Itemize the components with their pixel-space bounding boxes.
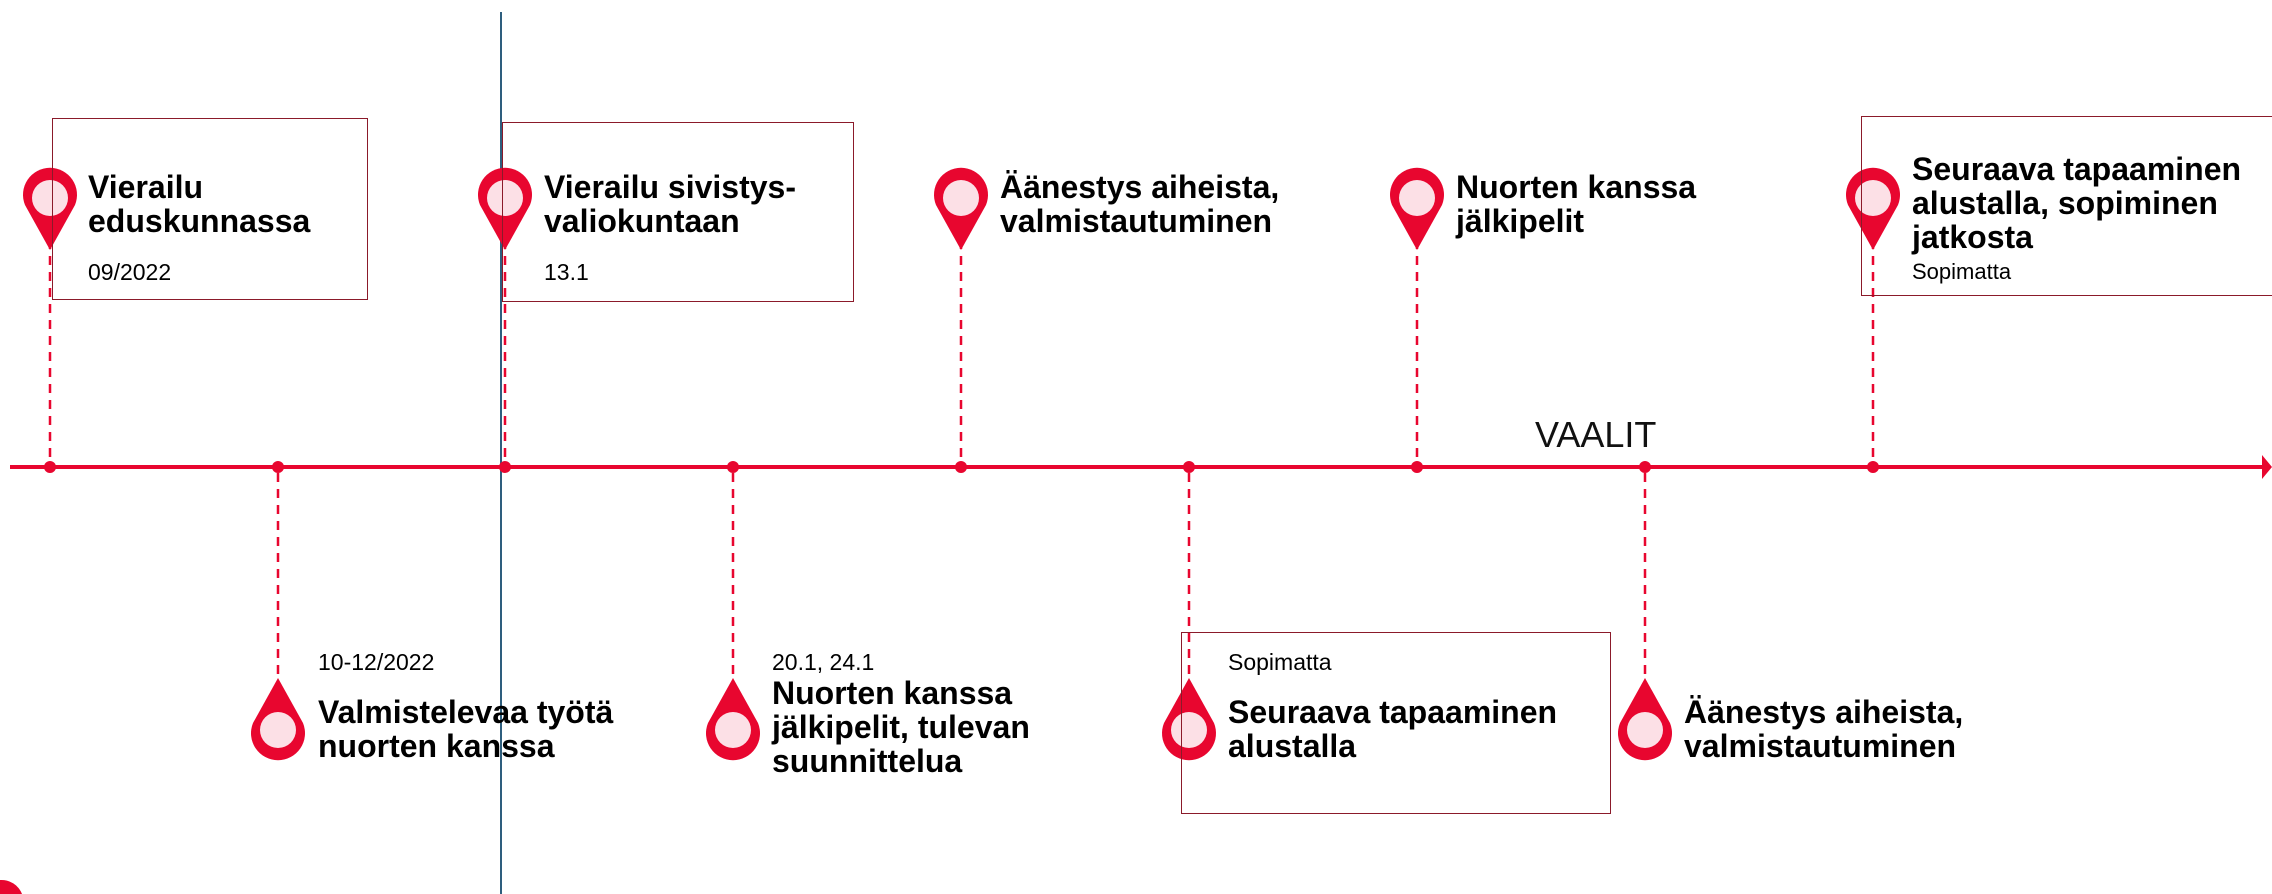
timeline-arrow-icon bbox=[2262, 455, 2272, 479]
event-date: Sopimatta bbox=[1912, 259, 2012, 284]
map-pin-icon bbox=[934, 167, 988, 251]
axis-dot bbox=[44, 461, 56, 473]
map-pin-icon bbox=[251, 678, 305, 761]
axis-dot bbox=[1411, 461, 1423, 473]
map-pin-icon bbox=[1618, 678, 1672, 761]
event-title: Seuraava tapaaminen alustalla, sopiminen… bbox=[1912, 151, 2242, 255]
event-date: 20.1, 24.1 bbox=[772, 649, 875, 675]
event-date: 09/2022 bbox=[88, 259, 172, 285]
event-title: Äänestys aiheista, valmistautuminen bbox=[1684, 694, 1964, 764]
axis-dot bbox=[272, 461, 284, 473]
event-date: 13.1 bbox=[544, 259, 589, 285]
axis-dot bbox=[499, 461, 511, 473]
axis-dot bbox=[727, 461, 739, 473]
event-box bbox=[1861, 116, 2272, 296]
map-pin-icon bbox=[1846, 167, 1900, 251]
axis-dot bbox=[1183, 461, 1195, 473]
event-title: Seuraava tapaaminen alustalla bbox=[1228, 694, 1558, 764]
event-date: 10-12/2022 bbox=[318, 649, 435, 675]
axis-dot bbox=[1867, 461, 1879, 473]
axis-dot bbox=[955, 461, 967, 473]
pins-top bbox=[22, 167, 1900, 251]
axis-dots bbox=[44, 461, 1879, 473]
event-title: Vierailu eduskunnassa bbox=[88, 169, 311, 239]
event-date: Sopimatta bbox=[1228, 649, 1332, 675]
map-pin-icon bbox=[22, 167, 77, 251]
partial-pin-icon bbox=[0, 879, 22, 894]
event-title: Nuorten kanssa jälkipelit bbox=[1456, 169, 1697, 239]
event-title: Äänestys aiheista, valmistautuminen bbox=[1000, 169, 1280, 239]
map-pin-icon bbox=[706, 678, 760, 761]
milestone-label: VAALIT bbox=[1535, 414, 1657, 455]
connector-lines bbox=[48, 240, 1875, 680]
map-pin-icon bbox=[478, 167, 532, 251]
event-box bbox=[502, 122, 854, 302]
axis-dot bbox=[1639, 461, 1651, 473]
event-box bbox=[1181, 632, 1611, 814]
event-title: Vierailu sivistys- valiokuntaan bbox=[544, 169, 796, 239]
pins-bottom bbox=[251, 678, 1672, 761]
map-pin-icon bbox=[1390, 167, 1444, 251]
event-box bbox=[52, 118, 368, 300]
event-title: Nuorten kanssa jälkipelit, tulevan suunn… bbox=[772, 675, 1030, 779]
map-pin-icon bbox=[1162, 678, 1216, 761]
event-title: Valmistelevaa työtä nuorten kanssa bbox=[318, 694, 614, 764]
